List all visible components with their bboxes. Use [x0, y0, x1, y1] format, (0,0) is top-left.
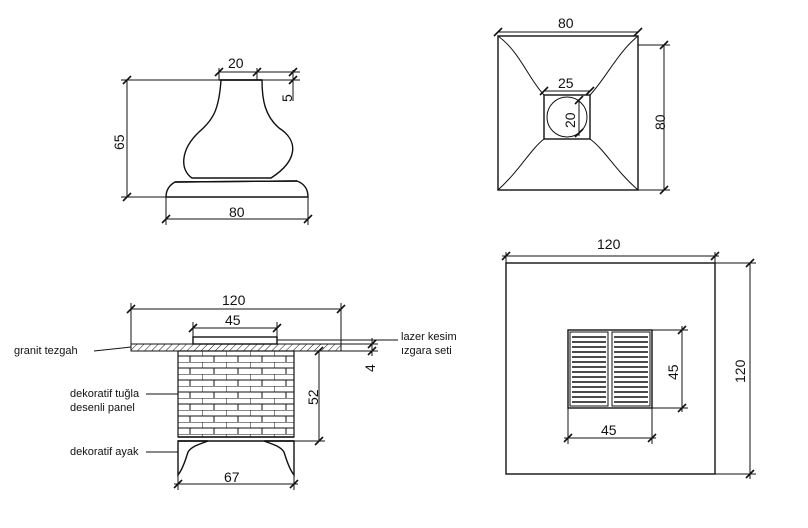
foot-right	[263, 440, 295, 477]
dim-tick	[314, 436, 324, 446]
grill-bars	[569, 331, 651, 407]
dim-tick	[126, 304, 136, 314]
dim-tick	[122, 192, 132, 202]
foot-left	[177, 440, 209, 477]
dim-overall-width: 120	[222, 292, 246, 308]
lid-curve	[497, 35, 545, 96]
dim-tick	[272, 323, 282, 333]
lid-profile	[183, 79, 294, 179]
dim-tick	[539, 86, 549, 96]
dim-tick	[659, 185, 669, 195]
counter-plan-outline	[505, 262, 716, 475]
dim-tick	[745, 469, 755, 479]
brick-panel	[177, 350, 295, 438]
lid-curve	[589, 138, 639, 191]
dim-tick	[745, 258, 755, 268]
grill-plan	[567, 329, 653, 409]
lid-side-view: 20 5 65 80	[111, 55, 313, 225]
dim-tick	[289, 479, 299, 489]
dim-height: 65	[111, 134, 127, 150]
dim-plan-circle: 20	[562, 112, 578, 128]
label-granite-top: granit tezgah	[14, 345, 78, 357]
counter-plan-view: 120 120 45 45	[501, 236, 756, 479]
dim-tick	[288, 67, 298, 77]
grill-set	[192, 336, 278, 345]
dim-counter-width: 120	[597, 236, 621, 252]
label-brick-panel-2: desenli panel	[70, 402, 135, 414]
dim-grill-width: 45	[225, 312, 241, 328]
dim-tick	[647, 433, 657, 443]
dim-plan-height: 80	[652, 114, 668, 130]
dim-tick	[173, 479, 183, 489]
dim-tick	[677, 403, 687, 413]
dim-body-height: 52	[305, 389, 321, 405]
label-grill-set: ızgara seti	[401, 345, 452, 357]
lid-curve	[589, 35, 639, 96]
dim-tick	[336, 304, 346, 314]
dim-tick	[633, 27, 643, 37]
lid-plan-circle	[546, 96, 588, 138]
dim-grill-height: 45	[665, 364, 681, 380]
dim-tick	[367, 339, 377, 349]
dim-plan-width: 80	[558, 15, 574, 31]
lid-plan-opening	[543, 94, 591, 140]
dim-tick	[188, 323, 198, 333]
dim-tick	[710, 251, 720, 261]
front-elevation: 120 45 4 52 67 granit tezgah lazer kesim	[14, 292, 457, 490]
dim-tick	[585, 86, 595, 96]
dim-tick	[288, 75, 298, 85]
dim-cap-height: 5	[279, 94, 295, 102]
lid-curve	[497, 138, 545, 191]
dim-plan-opening: 25	[558, 75, 574, 91]
dim-tick	[493, 27, 503, 37]
lid-base-top	[174, 180, 298, 183]
dim-width: 80	[229, 204, 245, 220]
dim-grill-plan-width: 45	[601, 422, 617, 438]
dim-tick	[122, 75, 132, 85]
dim-tick	[161, 214, 171, 224]
dim-tick	[367, 346, 377, 356]
label-laser-cut: lazer kesim	[401, 331, 457, 343]
label-brick-panel-1: dekoratif tuğla	[70, 388, 140, 400]
dim-counter-height: 120	[732, 359, 748, 383]
dim-top-width: 20	[228, 55, 244, 71]
dim-tick	[563, 433, 573, 443]
dim-tick	[659, 40, 669, 50]
dim-tick	[677, 325, 687, 335]
dim-tick	[214, 67, 224, 77]
dim-tick	[314, 346, 324, 356]
dim-granite-thickness: 4	[362, 364, 378, 372]
dim-base-width: 67	[224, 469, 240, 485]
granite-top	[130, 343, 342, 352]
dim-tick	[574, 128, 584, 138]
dim-tick	[303, 214, 313, 224]
dim-tick	[501, 251, 511, 261]
label-decorative-foot: dekoratif ayak	[70, 446, 139, 458]
dim-tick	[574, 95, 584, 105]
leader-granite	[93, 346, 132, 352]
lid-base	[165, 180, 309, 198]
lid-plan-view: 80 80 25 20	[493, 15, 670, 195]
